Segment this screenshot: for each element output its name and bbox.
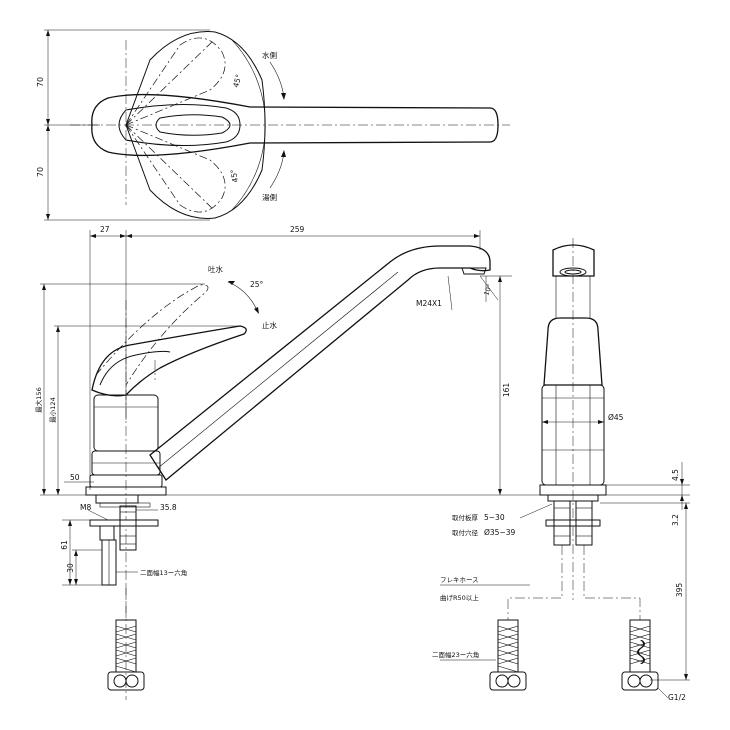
value-plate-thickness: 5~30 [484, 513, 505, 522]
dim-spout-height: 161 [502, 383, 511, 398]
label-flex-hose: フレキホース [440, 576, 479, 584]
dim-top-lower: 70 [36, 167, 45, 177]
dim-spout-angle: 10° [482, 283, 493, 297]
dim-offset: 27 [100, 225, 110, 234]
label-hex23: 二面幅23ー六角 [432, 650, 479, 659]
dim-spout-thread: M24X1 [416, 299, 442, 308]
value-hole-diameter: Ø35~39 [484, 528, 516, 537]
label-bend-radius: 曲げR50以上 [440, 593, 479, 602]
dim-thread: G1/2 [668, 693, 686, 702]
label-hot-side: 湯側 [262, 192, 277, 202]
dim-handle-angle: 25° [250, 280, 264, 289]
label-plate-thickness: 取付板厚 [452, 513, 479, 522]
label-water-side: 水側 [262, 50, 277, 60]
dim-shank-length: 61 [60, 540, 69, 550]
dim-rim-b: 3.2 [671, 514, 680, 526]
dim-hose-length: 395 [675, 583, 684, 598]
dim-max-height: 最大156 [34, 387, 43, 412]
label-open: 吐水 [208, 264, 223, 274]
dim-min-height: 最小124 [48, 397, 57, 422]
dim-angle-upper: 45° [231, 73, 243, 88]
dim-base: 50 [70, 473, 80, 482]
dim-shank: 35.8 [160, 503, 177, 512]
dim-top-upper: 70 [36, 77, 45, 87]
dim-body-diameter: Ø45 [608, 413, 624, 422]
front-view: Ø45 4.5 3.2 取付板厚 5~30 取付穴径 Ø35~39 395 [432, 238, 690, 702]
label-close: 止水 [262, 320, 277, 330]
label-hole-diameter: 取付穴径 [452, 528, 479, 537]
dim-rim-a: 4.5 [671, 469, 680, 481]
side-view: 27 259 最大156 最小124 吐水 止水 25° [34, 225, 560, 700]
label-hex13: 二面幅13ー六角 [140, 568, 187, 577]
dim-shank-lower: 30 [66, 563, 75, 573]
dim-stud: M8 [80, 503, 91, 512]
top-view: 70 70 水側 湯側 45° 45° [36, 29, 510, 221]
dim-reach: 259 [290, 225, 305, 234]
dim-angle-lower: 45° [229, 168, 240, 183]
